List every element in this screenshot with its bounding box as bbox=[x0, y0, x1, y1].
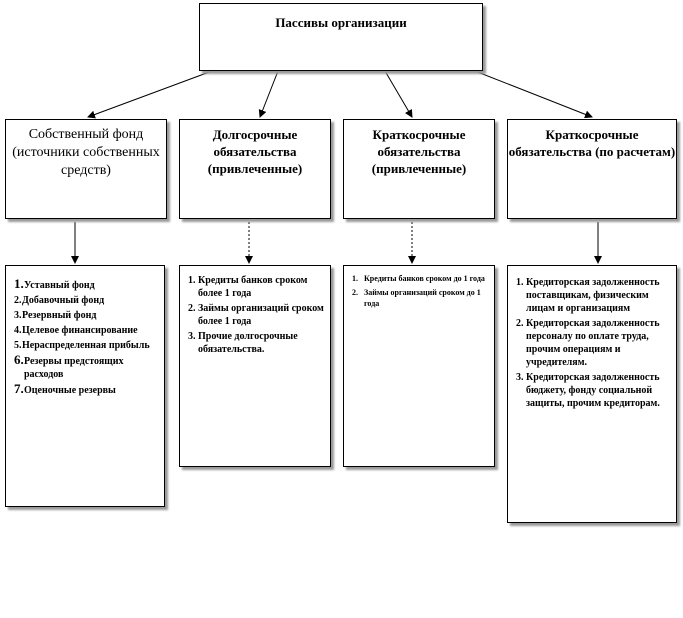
list-long-term: 1.Кредиты банков сроком более 1 года 2.З… bbox=[179, 265, 331, 467]
category-short-term: Краткосрочные обязательства (привлеченны… bbox=[343, 119, 495, 219]
list-own-fund: 1.Уставный фонд 2.Добавочный фонд 3.Резе… bbox=[5, 265, 165, 507]
list-item: 6.Резервы предстоящих расходов bbox=[14, 352, 124, 380]
category-title: Краткосрочные обязательства (по расчетам… bbox=[508, 127, 676, 159]
list-item: 1.Кредиты банков сроком до 1 года bbox=[352, 274, 485, 283]
list-settlements: 1.Кредиторская задолженность поставщикам… bbox=[507, 265, 677, 523]
category-own-fund: Собственный фонд (источники собственных … bbox=[5, 119, 167, 219]
list-item: 2.Займы организаций сроком до 1 года bbox=[352, 288, 481, 308]
list-item: 3.Прочие долгосрочные обязательства. bbox=[188, 331, 298, 355]
arrow-root-to-settlements bbox=[474, 70, 593, 119]
list-item: 7.Оценочные резервы bbox=[14, 381, 116, 396]
root-node: Пассивы организации bbox=[199, 3, 483, 71]
category-title: Собственный фонд (источники собственных … bbox=[12, 127, 160, 178]
list-item: 3.Кредиторская задолженность бюджету, фо… bbox=[516, 372, 660, 409]
list-item: 1.Кредиты банков сроком более 1 года bbox=[188, 275, 308, 299]
list-item: 5.Нераспределенная прибыль bbox=[14, 340, 150, 351]
arrow-root-to-short-term bbox=[384, 70, 413, 118]
root-title: Пассивы организации bbox=[275, 15, 407, 30]
arrow-root-to-own-fund bbox=[87, 70, 213, 119]
list-item: 1.Кредиторская задолженность поставщикам… bbox=[516, 277, 660, 314]
category-title: Краткосрочные обязательства (привлеченны… bbox=[371, 127, 467, 176]
list-short-term: 1.Кредиты банков сроком до 1 года 2.Займ… bbox=[343, 265, 495, 467]
arrow-root-to-long-term bbox=[258, 70, 279, 118]
list-item: 4.Целевое финансирование bbox=[14, 325, 138, 336]
list-item: 2.Кредиторская задолженность персоналу п… bbox=[516, 318, 660, 368]
list-item: 2.Займы организаций сроком более 1 года bbox=[188, 303, 324, 327]
list-item: 3.Резервный фонд bbox=[14, 310, 97, 321]
category-settlements: Краткосрочные обязательства (по расчетам… bbox=[507, 119, 677, 219]
category-long-term: Долгосрочные обязательства (привлеченные… bbox=[179, 119, 331, 219]
list-item: 2.Добавочный фонд bbox=[14, 295, 105, 306]
list-item: 1.Уставный фонд bbox=[14, 276, 95, 291]
category-title: Долгосрочные обязательства (привлеченные… bbox=[207, 127, 303, 176]
